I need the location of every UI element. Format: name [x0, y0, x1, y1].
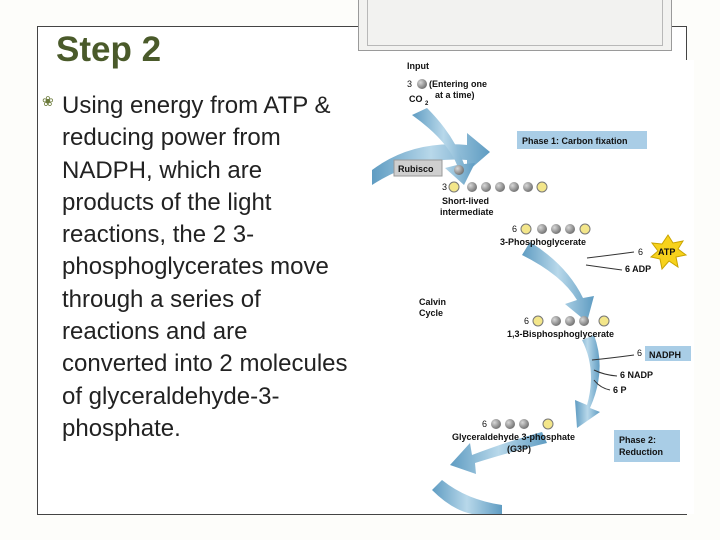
rubisco-box — [393, 159, 443, 177]
short-lived-count: 3 — [442, 182, 447, 192]
cycle-arrow-right-1 — [522, 242, 594, 322]
input-note-2: at a time) — [435, 90, 475, 100]
cycle-arrow-right-2 — [575, 335, 600, 428]
nadph-label: NADPH — [649, 350, 681, 360]
input-note-1: (Entering one — [429, 79, 487, 89]
nadph-count: 6 — [637, 348, 642, 358]
nadph-box — [645, 346, 691, 361]
atp-count: 6 — [638, 247, 643, 257]
bpg-count: 6 — [524, 316, 529, 326]
phase2-label-1: Phase 2: — [619, 435, 656, 445]
atp-burst — [649, 234, 688, 271]
carbon-icon — [454, 165, 464, 175]
calvin-label-2: Cycle — [419, 308, 443, 318]
phosphate-icon — [448, 181, 460, 193]
rubisco-label: Rubisco — [398, 164, 434, 174]
short-lived-1: Short-lived — [442, 196, 489, 206]
co2-label: CO — [409, 94, 423, 104]
co2-sub: 2 — [425, 101, 429, 107]
co2-carbon-icon — [417, 79, 427, 89]
phosphate-icon — [536, 181, 548, 193]
bullet-icon: ❀ — [42, 93, 54, 109]
calvin-label-1: Calvin — [419, 297, 446, 307]
g3p-label-2: (G3P) — [507, 444, 531, 454]
calvin-cycle-diagram: Input 3 (Entering one at a time) CO 2 Ph… — [372, 60, 694, 514]
bullet-text: Using energy from ATP & reducing power f… — [62, 92, 348, 442]
cycle-arrow-left — [372, 133, 490, 185]
pga-label: 3-Phosphoglycerate — [500, 237, 586, 247]
pga-count: 6 — [512, 224, 517, 234]
g3p-count: 6 — [482, 419, 487, 429]
slide-title: Step 2 — [56, 30, 162, 69]
phosphate-icon — [532, 315, 544, 327]
phase2-box — [614, 430, 680, 462]
cycle-arrow-bottom — [450, 432, 547, 474]
input-count: 3 — [407, 79, 412, 89]
bpg-label: 1,3-Bisphosphoglycerate — [507, 329, 614, 339]
phase1-box — [517, 131, 647, 149]
phosphate-icon — [542, 418, 554, 430]
adp-label: 6 ADP — [625, 264, 651, 274]
phase2-label-2: Reduction — [619, 447, 663, 457]
phosphate-icon — [520, 223, 532, 235]
nadp-label: 6 NADP — [620, 370, 653, 380]
g3p-label-1: Glyceraldehyde 3-phosphate — [452, 432, 575, 442]
pi-label: 6 P — [613, 385, 627, 395]
decorative-tab — [358, 0, 672, 51]
cycle-arrow-bottom-2 — [432, 480, 502, 514]
phase1-label: Phase 1: Carbon fixation — [522, 136, 628, 146]
phosphate-icon — [579, 223, 591, 235]
phosphate-icon — [598, 315, 610, 327]
atp-label: ATP — [658, 247, 675, 257]
short-lived-2: intermediate — [440, 207, 494, 217]
input-label: Input — [407, 61, 429, 71]
